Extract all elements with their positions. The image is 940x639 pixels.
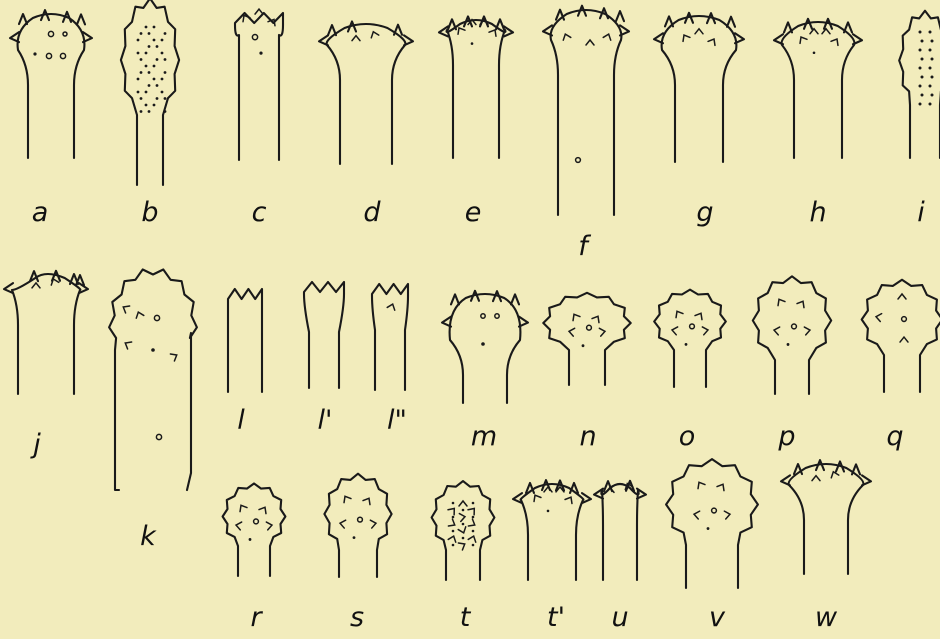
spicule-b <box>121 0 179 185</box>
spicule-e <box>439 16 513 158</box>
spicule-i <box>899 11 940 158</box>
label-j: j <box>29 429 41 460</box>
spicule-w <box>781 460 871 574</box>
spicule-r-outline <box>223 484 286 577</box>
spicule-g-outline <box>662 16 737 162</box>
spicule-s <box>324 474 391 577</box>
label-l: l <box>237 405 245 436</box>
label-v: v <box>709 602 726 633</box>
spicule-j-outline <box>12 274 80 394</box>
label-h: h <box>809 197 826 228</box>
spicule-s-outline <box>324 474 391 577</box>
spicule-d-outline <box>327 24 406 164</box>
spicule-t-outline <box>432 481 495 580</box>
spicule-r <box>223 484 286 577</box>
spicule-l2-outline <box>372 284 408 390</box>
label-a: a <box>32 197 49 228</box>
spicule-t <box>432 481 495 580</box>
spicule-t1-outline <box>521 484 584 580</box>
spicule-h <box>774 19 862 158</box>
label-k: k <box>140 521 157 552</box>
spicule-n-outline <box>543 293 630 385</box>
spicule-q <box>862 280 940 392</box>
spicule-g <box>654 13 744 162</box>
label-p: p <box>777 421 795 452</box>
spicule-j <box>4 271 88 394</box>
spicule-b-outline <box>121 0 179 185</box>
spicule-u-outline <box>601 484 638 580</box>
label-w: w <box>815 602 838 633</box>
spicule-m <box>442 291 528 403</box>
spicule-a-outline <box>18 14 85 158</box>
spicule-c-outline <box>235 13 283 160</box>
label-o: o <box>679 421 696 452</box>
spicule-v-outline <box>666 459 758 588</box>
spicule-u <box>594 481 646 580</box>
label-d: d <box>363 197 381 228</box>
spicule-l2 <box>372 284 408 390</box>
spicule-k <box>109 270 197 491</box>
label-r: r <box>250 602 263 633</box>
label-l2: l" <box>387 405 407 436</box>
label-m: m <box>471 421 497 452</box>
spicule-p <box>753 276 831 394</box>
spicule-d <box>319 22 413 164</box>
label-f: f <box>578 231 591 262</box>
spicule-o <box>654 290 726 387</box>
spicule-k-outline <box>109 270 197 491</box>
spicule-l1 <box>304 282 344 388</box>
spicule-n <box>543 293 630 385</box>
spicule-v <box>666 459 758 588</box>
spicule-l-outline <box>228 289 262 392</box>
label-s: s <box>350 602 364 633</box>
label-l1: l' <box>318 405 333 436</box>
spicule-h-outline <box>782 22 855 158</box>
spicule-f <box>543 6 629 215</box>
spicule-e-outline <box>447 20 506 158</box>
label-n: n <box>579 421 596 452</box>
spicule-t1 <box>513 480 591 580</box>
label-b: b <box>141 197 158 228</box>
label-i: i <box>917 197 925 228</box>
label-q: q <box>886 421 903 452</box>
label-t: t <box>460 602 472 633</box>
spicule-m-outline <box>450 294 521 403</box>
spicule-o-outline <box>654 290 726 387</box>
spicule-l1-outline <box>304 282 344 388</box>
spicule-l <box>228 289 262 392</box>
label-u: u <box>611 602 628 633</box>
spicule-c <box>235 9 283 160</box>
label-g: g <box>696 197 713 228</box>
label-t1: t' <box>547 602 565 633</box>
label-e: e <box>465 197 482 228</box>
spicule-p-outline <box>753 276 831 394</box>
spicule-a <box>10 10 92 158</box>
spicule-w-outline <box>789 464 864 574</box>
label-c: c <box>252 197 267 228</box>
